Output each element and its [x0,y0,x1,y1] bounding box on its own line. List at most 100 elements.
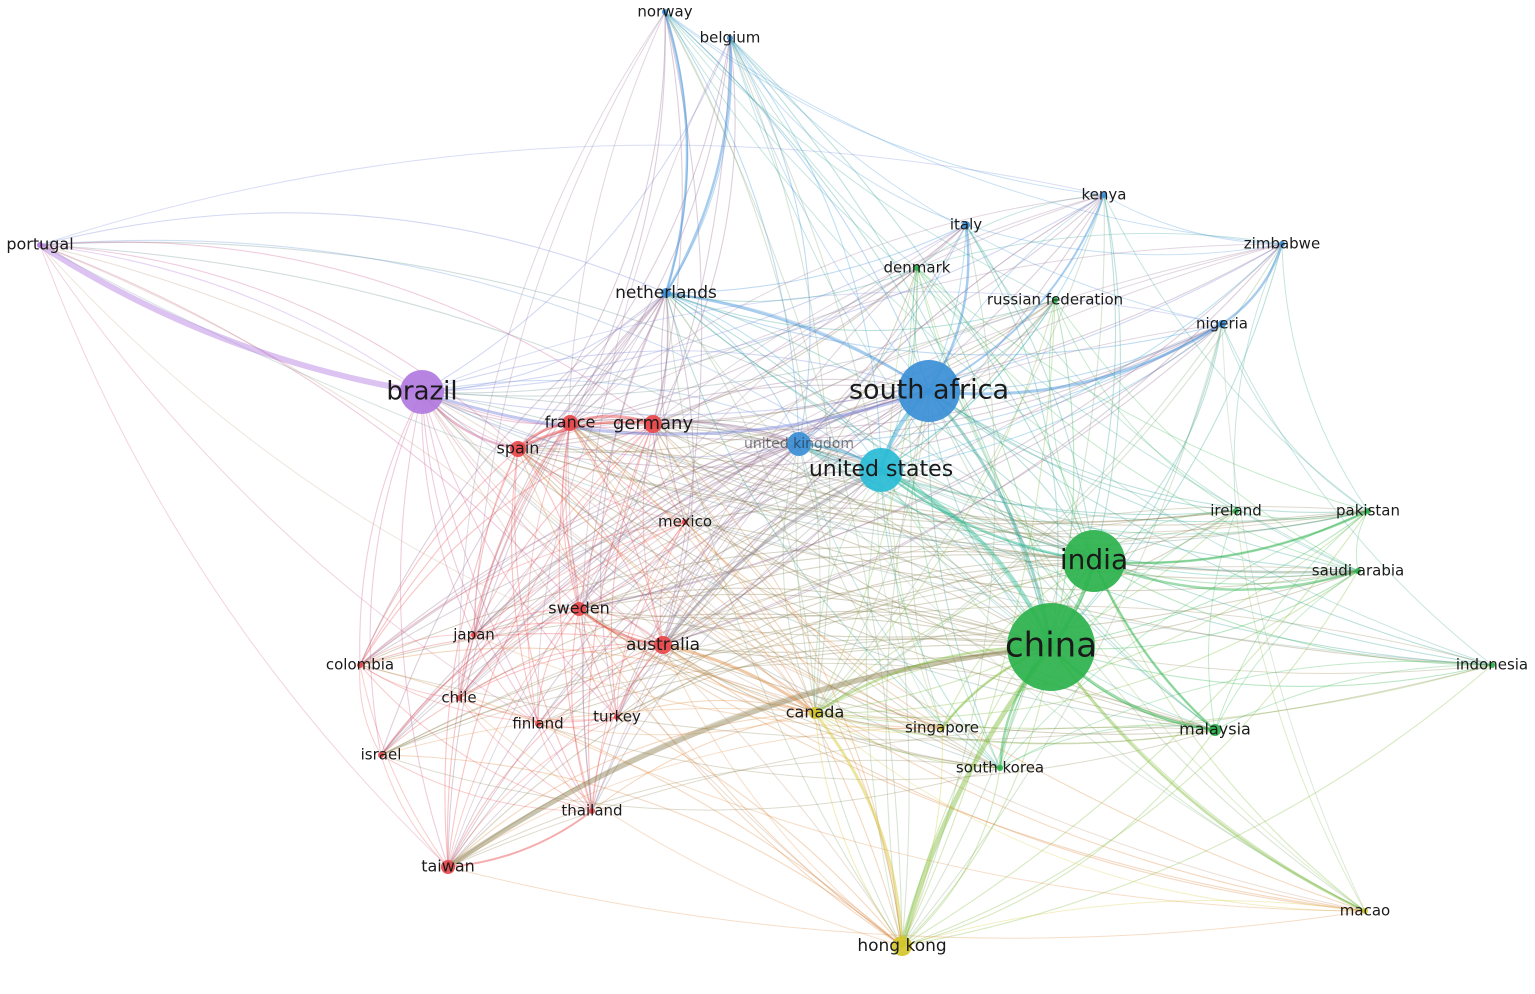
network-edge [729,37,918,269]
node-norway [662,9,668,15]
network-edge [380,323,1223,756]
network-edge [880,323,1223,471]
network-edge [1093,560,1359,585]
network-edge [798,443,1095,562]
node-spain [510,441,526,457]
network-edge [569,422,816,714]
network-edge [569,422,943,729]
node-sweden [572,602,586,616]
network-edge [652,378,930,425]
network-edge [458,697,816,736]
node-ireland [1233,508,1239,514]
network-edge [421,391,593,812]
network-edge [1235,510,1366,912]
network-edge [578,510,1237,620]
network-edge [421,292,667,393]
network-edge [582,292,667,812]
network-edge [999,510,1237,769]
network-nodes [37,9,1495,956]
node-colombia [357,662,363,668]
node-label-belgium: belgium [700,29,761,47]
network-edge [664,11,1105,196]
network-edge [928,390,1369,514]
network-edge [610,423,654,718]
network-edge [662,292,694,646]
network-edge [927,390,1001,769]
network-edge [662,323,1223,646]
network-edge [662,510,1237,653]
network-edge [1054,299,1237,512]
network-edge [729,37,967,226]
network-edge [569,422,1052,648]
node-taiwan [441,860,455,874]
network-edge [916,267,1369,512]
node-germany [644,415,662,433]
network-edge [889,267,943,729]
network-edge [473,390,930,636]
network-edge [814,570,1359,719]
node-south-korea [997,765,1003,771]
network-edge [447,644,664,868]
network-edge [569,422,1001,769]
node-label-saudi-arabia: saudi arabia [1312,562,1404,580]
network-edge [578,469,882,610]
node-label-taiwan: taiwan [421,857,475,876]
network-edge [517,448,686,523]
network-edge [662,644,1001,769]
node-australia [654,636,672,654]
node-south-africa [898,360,960,422]
network-edge [458,643,664,699]
network-edge [578,608,1366,912]
network-edge [814,243,1283,714]
network-edge [665,292,1359,572]
network-edge [458,697,593,812]
network-edge [421,391,1095,562]
strong-link-edge [577,607,665,647]
network-edge [662,644,816,714]
network-edge [578,292,668,610]
strong-link-edge [1092,559,1360,591]
network-edge [880,469,1366,912]
network-edge [458,469,882,699]
network-edge [965,224,1283,256]
strong-link-edge [664,291,931,393]
network-edge [447,390,930,868]
network-edge [517,448,1359,592]
network-edge [473,299,1056,636]
node-label-kenya: kenya [1082,186,1127,204]
node-italy [962,221,970,229]
network-edge [662,469,882,646]
strong-link-edge [420,389,931,436]
network-edge [662,644,1216,735]
network-edge [571,608,593,812]
network-edge [458,634,475,699]
network-edge [537,716,618,728]
network-edge [447,608,580,868]
network-edge [447,712,816,868]
network-edge [901,646,1052,947]
network-edge [517,448,1366,912]
network-edge [537,566,1359,725]
network-edge [916,267,1052,648]
network-edge [510,448,539,725]
node-label-nigeria: nigeria [1196,315,1248,333]
network-edge [514,448,593,812]
node-netherlands [661,288,671,298]
network-edge [1093,194,1121,562]
network-edge [473,521,686,636]
network-edge [537,644,1052,725]
network-edge [965,224,1359,572]
network-edge [652,423,1001,769]
node-label-israel: israel [361,746,402,764]
node-turkey [614,714,620,720]
network-edge [814,194,1105,714]
network-edge [359,521,686,666]
node-label-portugal: portugal [6,235,73,254]
network-edge [880,299,1056,471]
network-edge [814,323,1223,714]
network-edge [814,712,943,733]
network-edge [813,469,882,714]
network-edge [517,37,731,450]
network-edge [569,422,664,646]
network-edge [359,634,475,666]
